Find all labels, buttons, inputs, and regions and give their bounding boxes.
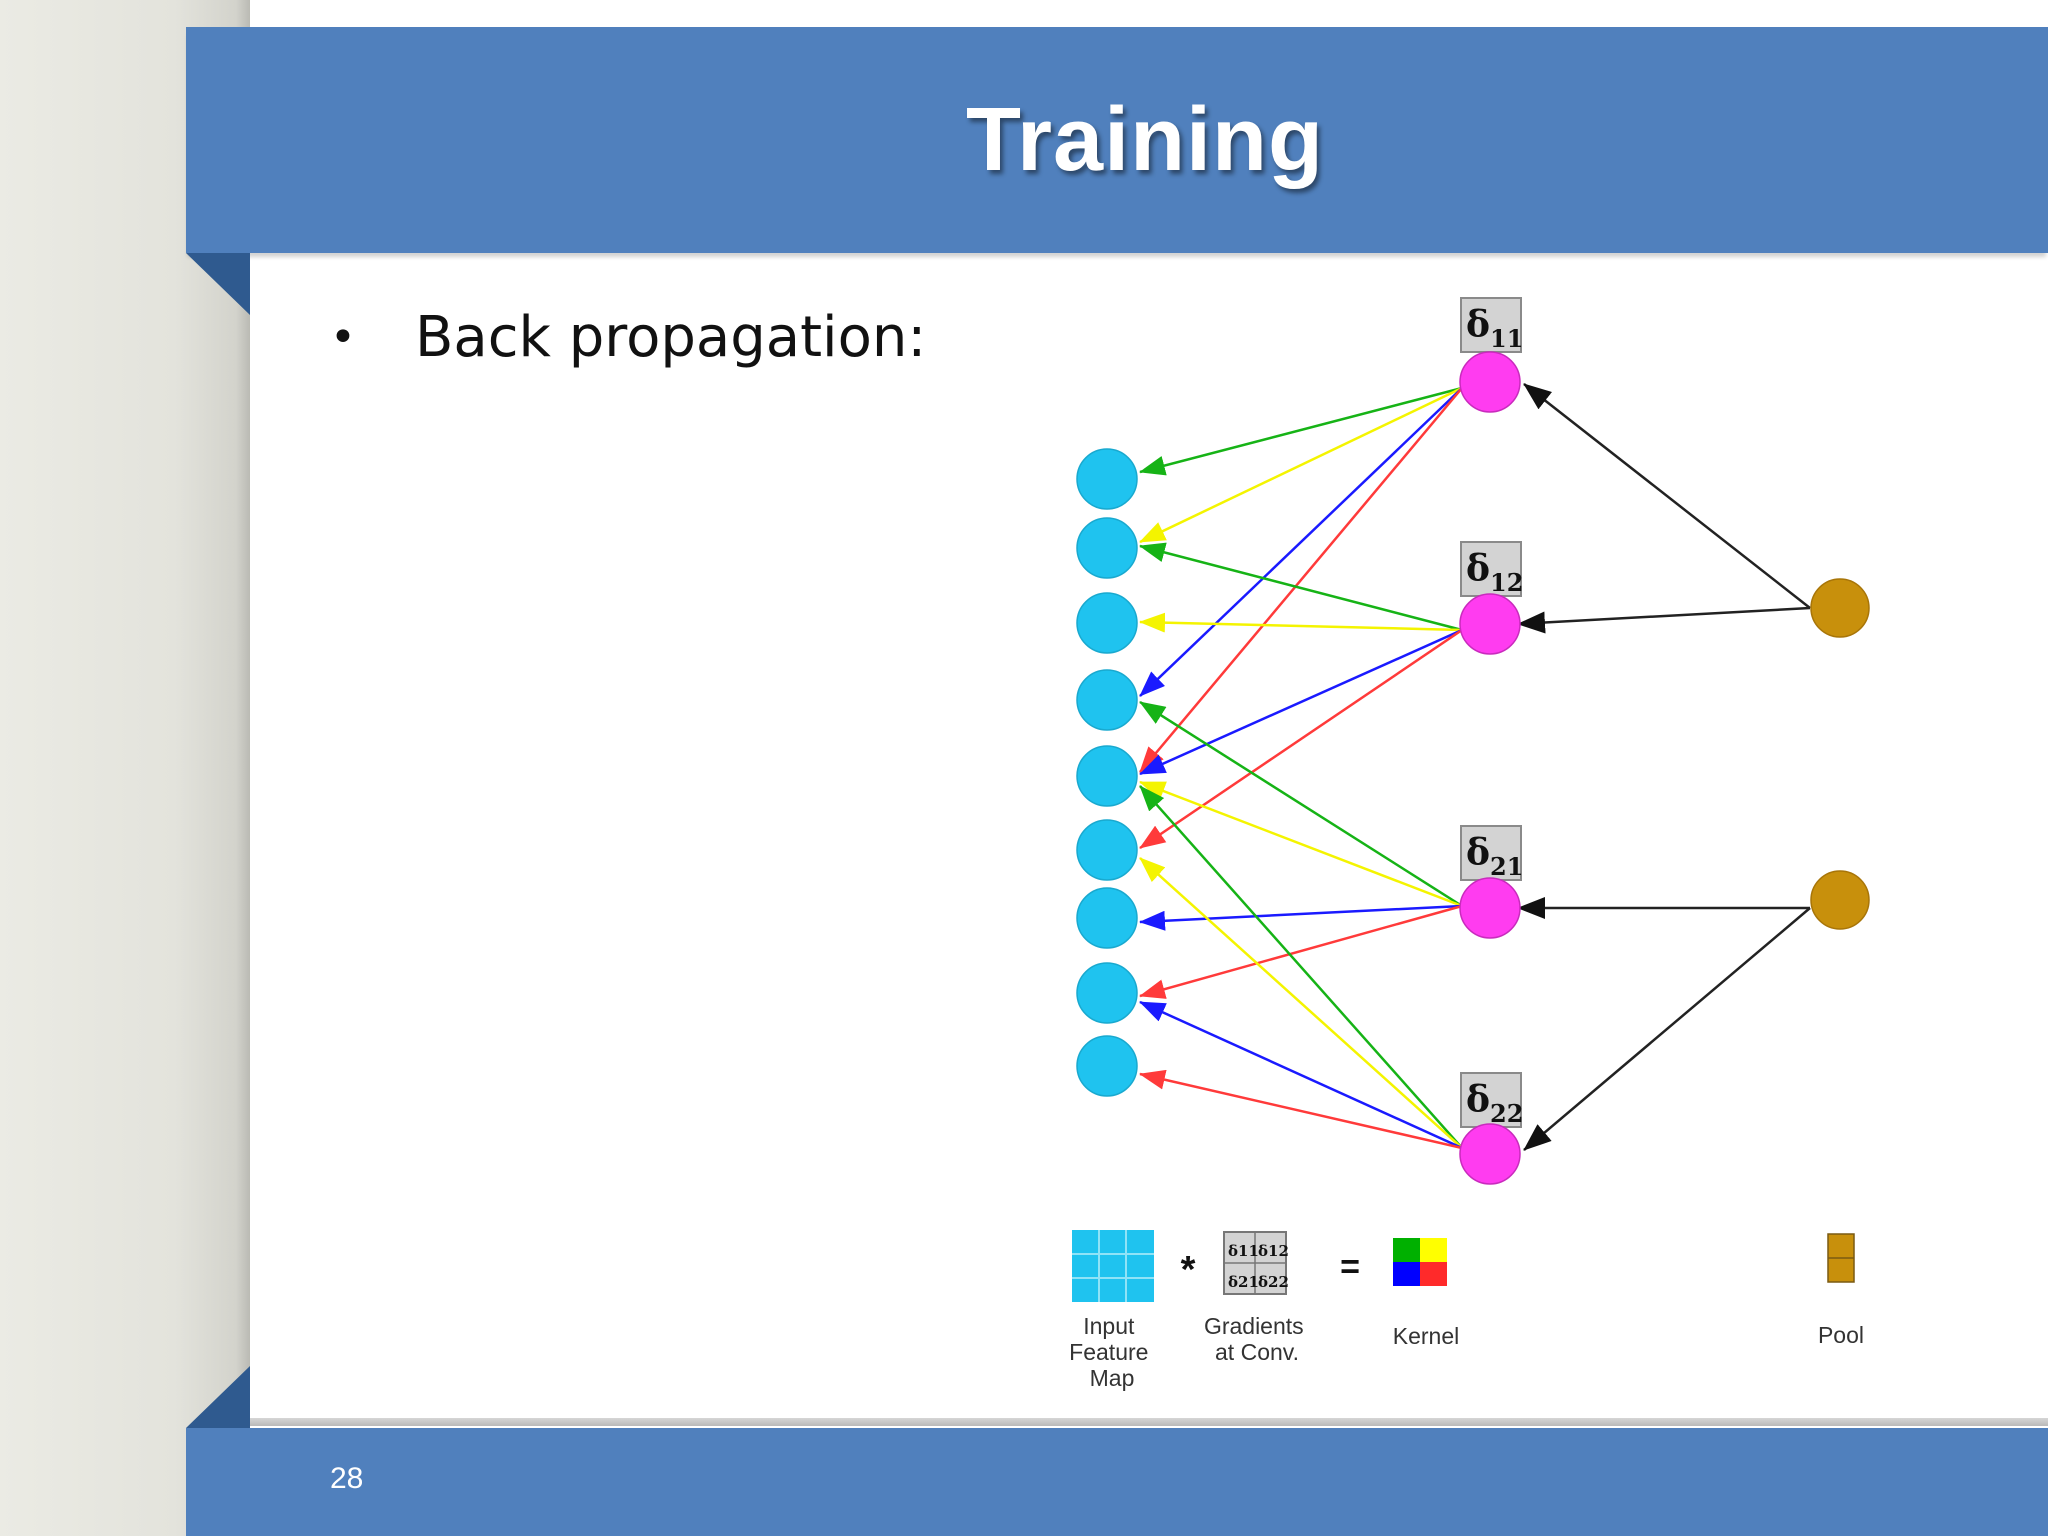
page-number: 28 [330, 1462, 364, 1495]
input-node [1076, 669, 1138, 731]
svg-text:δ21: δ21 [1228, 1273, 1259, 1291]
pool-to-gradient-edges [1517, 383, 1811, 1151]
bullet-item: • Back propagation: [330, 305, 926, 370]
delta-label: δ11 [1466, 304, 1523, 353]
footer-band-fold [186, 1366, 250, 1428]
edge-pool1-d12 [1517, 606, 1811, 634]
gradient-node-d22: δ22 [1459, 1072, 1523, 1185]
pool-node [1810, 578, 1870, 638]
delta-label-box [1460, 1072, 1522, 1128]
slide-title: Training [965, 89, 1325, 190]
gradient-nodes: δ11 δ12 δ21 δ22 [1459, 297, 1523, 1185]
delta-label: δ12 [1466, 548, 1523, 597]
gradient-node-circle [1459, 593, 1521, 655]
svg-text:δ12: δ12 [1258, 1242, 1289, 1260]
edge-d22-in6 [1139, 857, 1463, 1149]
legend-kernel-label: Kernel [1393, 1323, 1459, 1349]
gradient-node-circle [1459, 1123, 1521, 1185]
footer-band [186, 1428, 2048, 1536]
legend-pool-swatch [1827, 1233, 1855, 1283]
legend-multiply-operator: * [1181, 1249, 1196, 1291]
gradient-node-d11: δ11 [1459, 297, 1523, 413]
title-band [186, 27, 2048, 253]
legend-input-grid [1072, 1230, 1154, 1302]
edge-d21-in7 [1139, 904, 1463, 931]
edge-d21-in4 [1139, 700, 1463, 908]
gradient-node-d21: δ21 [1459, 825, 1523, 939]
left-decor-shadow [236, 0, 250, 1536]
edge-d21-in5 [1139, 780, 1463, 908]
edge-d12-in5 [1139, 628, 1463, 776]
bullet-dot-icon: • [330, 312, 356, 363]
edge-d22-in9 [1139, 1069, 1463, 1150]
legend-gradient-grid: δ11 δ12 δ21 δ22 [1223, 1231, 1289, 1295]
legend-pool-label: Pool [1818, 1322, 1864, 1348]
gradient-node-circle [1459, 877, 1521, 939]
input-node [1076, 448, 1138, 510]
gradient-node-d12: δ12 [1459, 541, 1523, 655]
edge-d22-in8 [1139, 1000, 1463, 1150]
bullet-text: Back propagation: [415, 305, 927, 370]
delta-label: δ21 [1466, 832, 1523, 881]
edge-d12-in3 [1139, 612, 1463, 633]
pool-node [1810, 870, 1870, 930]
legend-input-label: Input Feature Map [1069, 1313, 1155, 1391]
edge-d22-in5 [1139, 785, 1463, 1149]
input-node [1076, 745, 1138, 807]
title-band-fold [186, 253, 250, 315]
legend-equals-operator: = [1340, 1248, 1360, 1286]
legend: Input Feature Map * δ11 δ12 δ21 δ22 Grad… [1069, 1230, 1864, 1391]
edge-d11-in4 [1139, 387, 1463, 697]
svg-text:δ22: δ22 [1258, 1273, 1289, 1291]
pool-nodes [1810, 578, 1870, 930]
edge-d21-in8 [1139, 904, 1463, 999]
gradient-to-input-edges [1139, 386, 1463, 1150]
input-node [1076, 887, 1138, 949]
gradient-node-circle [1459, 351, 1521, 413]
input-node [1076, 592, 1138, 654]
edge-d11-in5 [1139, 387, 1463, 773]
svg-text:δ11: δ11 [1228, 1242, 1259, 1260]
delta-label: δ22 [1466, 1079, 1523, 1128]
edge-d12-in2 [1139, 542, 1463, 632]
input-node [1076, 819, 1138, 881]
input-node [1076, 517, 1138, 579]
edge-d12-in6 [1139, 628, 1463, 850]
delta-label-box [1460, 541, 1522, 597]
delta-label-box [1460, 825, 1522, 881]
delta-label-box [1460, 297, 1522, 353]
input-nodes [1076, 448, 1138, 1097]
legend-kernel-grid [1393, 1238, 1447, 1286]
edge-d11-in1 [1139, 386, 1463, 476]
legend-gradients-label: Gradients at Conv. [1204, 1313, 1310, 1365]
input-node [1076, 962, 1138, 1024]
input-node [1076, 1035, 1138, 1097]
edge-pool2-d22 [1523, 907, 1811, 1151]
edge-pool1-d11 [1523, 383, 1811, 609]
footer-divider [250, 1418, 2048, 1426]
edge-d11-in2 [1139, 386, 1463, 544]
